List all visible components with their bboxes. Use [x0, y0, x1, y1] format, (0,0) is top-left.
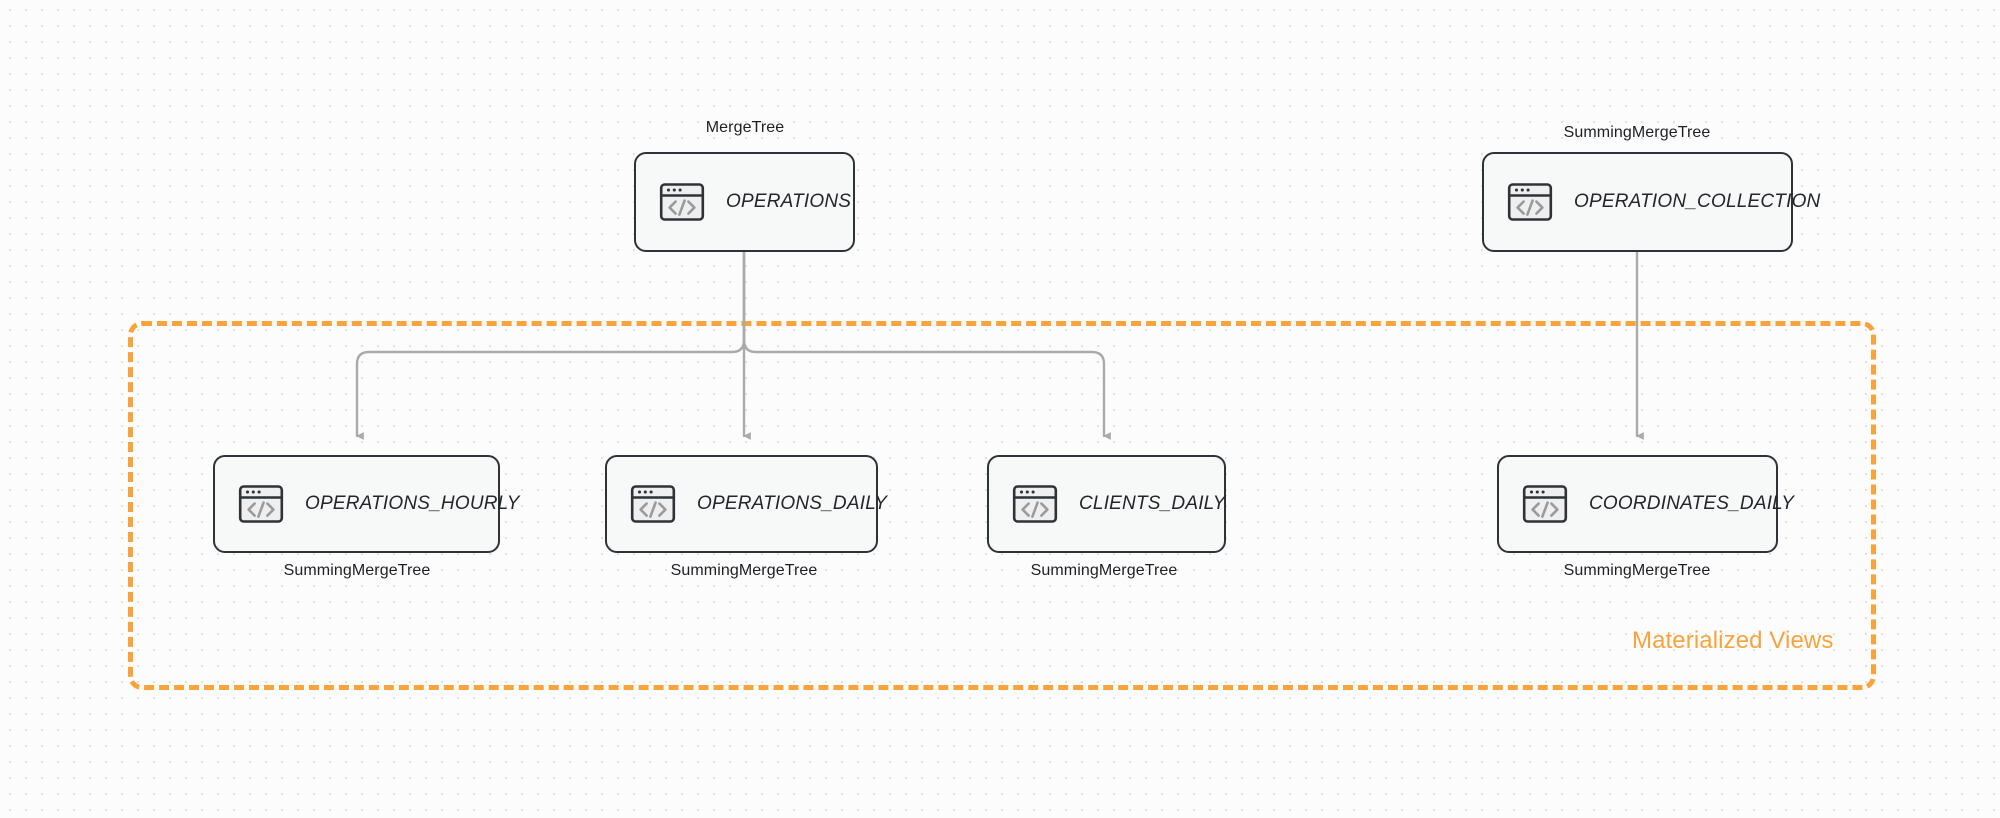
node-label: COORDINATES_DAILY [1589, 493, 1795, 514]
node-operations-daily[interactable]: OPERATIONS_DAILY [605, 455, 887, 553]
node-clients-daily[interactable]: CLIENTS_DAILY [987, 455, 1226, 553]
materialized-views-group-label: Materialized Views [1632, 627, 1834, 654]
node-coordinates-daily[interactable]: COORDINATES_DAILY [1497, 455, 1794, 553]
code-window-icon [1012, 485, 1058, 523]
code-window-icon [238, 485, 284, 523]
node-engine-caption-coordinates-daily: SummingMergeTree [1563, 562, 1711, 579]
node-label: OPERATION_COLLECTION [1574, 191, 1821, 212]
code-window-icon [1522, 485, 1568, 523]
node-label: OPERATIONS_DAILY [697, 493, 888, 514]
code-window-icon [1507, 183, 1553, 221]
code-window-icon [659, 183, 705, 221]
node-engine-caption-operations: MergeTree [705, 119, 785, 136]
node-label: OPERATIONS [726, 191, 852, 212]
node-label: CLIENTS_DAILY [1079, 493, 1226, 514]
node-engine-caption-clients-daily: SummingMergeTree [1030, 562, 1178, 579]
node-operations[interactable]: OPERATIONS [634, 152, 855, 252]
node-operation-collection[interactable]: OPERATION_COLLECTION [1482, 152, 1820, 252]
node-engine-caption-operations-daily: SummingMergeTree [670, 562, 818, 579]
code-window-icon [630, 485, 676, 523]
node-engine-caption-operation-collection: SummingMergeTree [1563, 124, 1711, 141]
node-label: OPERATIONS_HOURLY [305, 493, 520, 514]
node-engine-caption-operations-hourly: SummingMergeTree [283, 562, 431, 579]
node-operations-hourly[interactable]: OPERATIONS_HOURLY [213, 455, 519, 553]
